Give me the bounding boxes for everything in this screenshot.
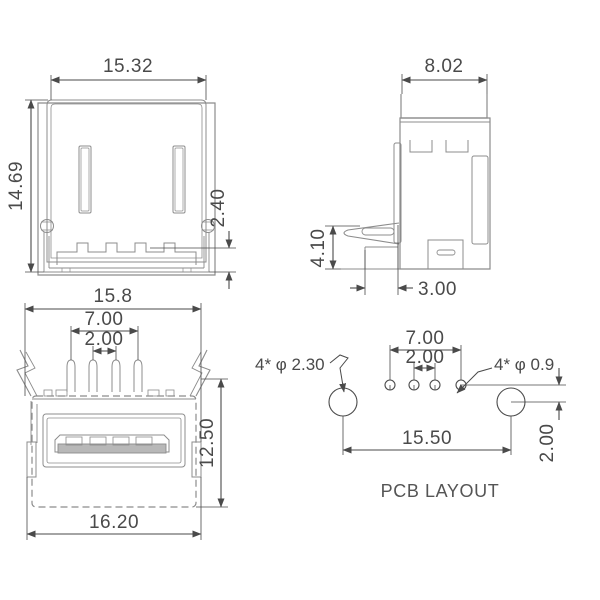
top-pad-4 [165, 389, 175, 397]
dim-7-00-pcb: 7.00 [406, 328, 445, 349]
side-window-right [471, 155, 489, 245]
dim-2-00-right: 2.00 [537, 424, 558, 463]
top-blade-1 [65, 436, 83, 446]
front-slot-left-inner [80, 147, 90, 212]
top-spring-arm-left-2 [24, 351, 38, 397]
top-pad-3 [147, 389, 160, 397]
top-wing-left [30, 401, 38, 445]
dim-2-40: 2.40 [208, 189, 229, 228]
top-spring-arm-right-2 [189, 351, 203, 397]
dim-2-00-top: 2.00 [85, 329, 124, 350]
side-notch-left [409, 140, 433, 153]
pcb-layout-dimensions: 7.00 2.00 4* φ 2.30 4* φ 0.9 15.50 2.00 [255, 328, 566, 462]
dim-4x-phi-2-30: 4* φ 2.30 [255, 355, 325, 374]
side-spring-latch [343, 222, 400, 245]
front-shell-outline [37, 102, 216, 276]
pcb-leader-230 [329, 354, 349, 393]
dim-16-20: 16.20 [89, 512, 139, 533]
side-view [341, 94, 491, 270]
front-dimple-right [201, 219, 215, 233]
top-tab-right [191, 441, 202, 478]
dim-8-02: 8.02 [425, 56, 464, 77]
top-contact-bar [57, 443, 167, 454]
top-pad-2 [55, 389, 68, 397]
front-pad-left [61, 267, 71, 273]
front-view [37, 99, 216, 276]
dim-14-69: 14.69 [6, 161, 27, 211]
top-port-aperture-inner [46, 417, 182, 464]
pcb-leader-09 [456, 367, 493, 394]
front-slot-right-inner [174, 147, 184, 212]
front-dimple-right-detail [202, 221, 214, 231]
front-body-inner [50, 103, 203, 259]
top-pad-1 [43, 389, 53, 397]
front-pad-right [182, 267, 192, 273]
top-port-aperture-outer [42, 413, 186, 468]
dim-12-50: 12.50 [197, 418, 218, 468]
top-spring-arm-right [195, 349, 211, 397]
dim-15-50: 15.50 [402, 428, 452, 449]
front-skirt-left [43, 232, 50, 272]
front-dimple-left-detail [41, 221, 53, 231]
top-blade-3 [112, 436, 130, 446]
front-skirt-right [203, 232, 210, 272]
front-body-outline [46, 99, 207, 263]
dim-4x-phi-0-9: 4* φ 0.9 [494, 355, 554, 374]
front-dimple-left [40, 219, 54, 233]
front-view-dimensions: 15.32 14.69 2.40 [6, 56, 236, 289]
side-latch-slot [361, 227, 395, 236]
dim-2-00-pcb: 2.00 [406, 347, 445, 368]
dim-3-00: 3.00 [418, 279, 457, 300]
side-view-dimensions: 8.02 4.10 3.00 [308, 56, 488, 300]
dim-15-32: 15.32 [103, 56, 153, 77]
top-body-dashed-outline [31, 395, 197, 508]
dim-15-8: 15.8 [94, 286, 133, 307]
side-notch-right [445, 140, 469, 153]
dim-4-10: 4.10 [308, 229, 329, 268]
dim-7-00-top: 7.00 [85, 309, 124, 330]
top-tab-left [26, 441, 37, 478]
front-slot-right [172, 145, 186, 214]
side-bottom-slot [436, 249, 456, 256]
top-blade-4 [135, 436, 153, 446]
top-spring-arm-left [16, 349, 32, 397]
top-blade-2 [89, 436, 107, 446]
top-contact-carrier [54, 434, 170, 453]
front-contact-castellations [56, 242, 197, 265]
top-view-dimensions: 15.8 7.00 2.00 12.50 16.20 [24, 286, 228, 540]
front-slot-left [78, 145, 92, 214]
pcb-layout-title: PCB LAYOUT [381, 481, 500, 501]
